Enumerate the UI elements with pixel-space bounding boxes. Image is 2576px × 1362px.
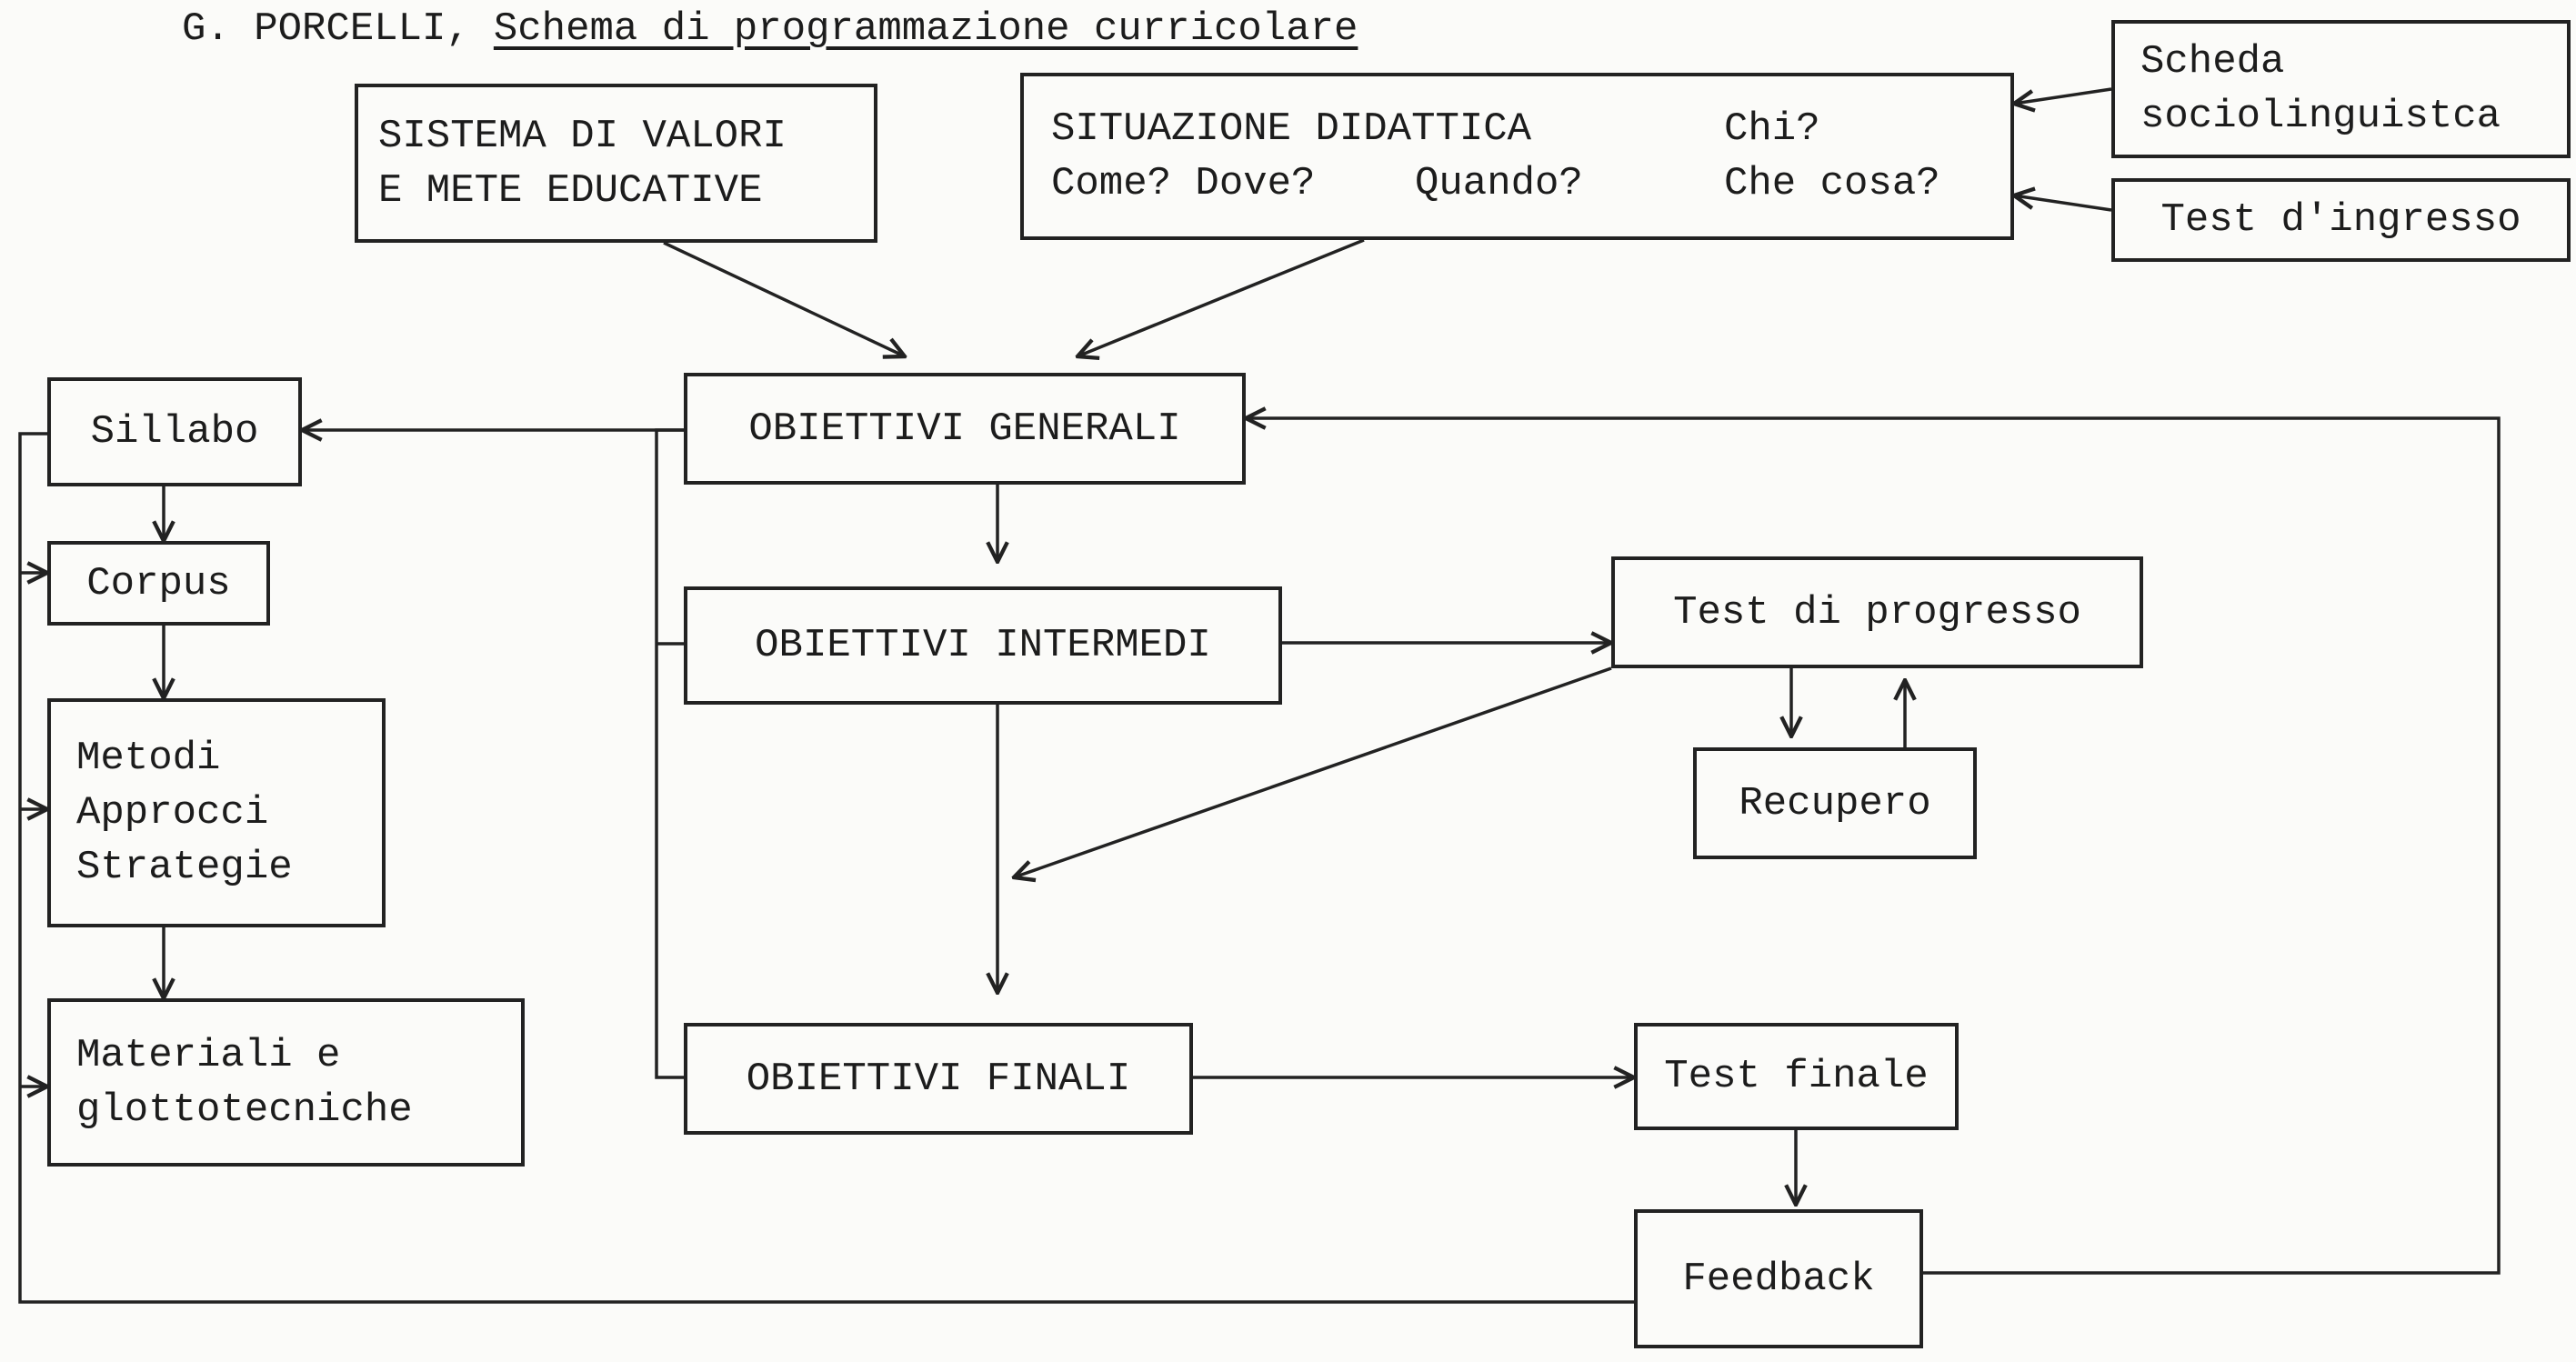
box-metodi: Metodi Approcci Strategie: [47, 698, 386, 927]
materiali-line2: glottotecniche: [76, 1087, 413, 1133]
loop-feedback-to-left-column: [18, 432, 1634, 1304]
box-obiettivi-finali: OBIETTIVI FINALI: [684, 1023, 1193, 1135]
box-materiali: Materiali e glottotecniche: [47, 998, 525, 1167]
obiettivi-generali-label: OBIETTIVI GENERALI: [748, 406, 1181, 452]
sillabo-label: Sillabo: [90, 409, 259, 455]
recupero-label: Recupero: [1739, 780, 1931, 826]
situazione-che-cosa: Che cosa?: [1724, 161, 1940, 206]
title-subject: Schema di programmazione curricolare: [493, 6, 1358, 52]
situazione-chi: Chi?: [1724, 106, 1820, 152]
arrow-feedback-to-generali: [1246, 418, 2501, 1275]
arrow-test-ingresso-to-situazione: [2014, 195, 2112, 212]
scheda-line1: Scheda: [2140, 39, 2285, 85]
box-test-ingresso: Test d'ingresso: [2111, 178, 2571, 262]
box-obiettivi-intermedi: OBIETTIVI INTERMEDI: [684, 586, 1282, 705]
situazione-come-dove: Come? Dove?: [1051, 161, 1316, 206]
metodi-line3: Strategie: [76, 845, 293, 890]
box-corpus: Corpus: [47, 541, 270, 626]
obiettivi-intermedi-label: OBIETTIVI INTERMEDI: [755, 623, 1211, 668]
box-obiettivi-generali: OBIETTIVI GENERALI: [684, 373, 1246, 485]
box-feedback: Feedback: [1634, 1209, 1923, 1348]
arrow-situazione-to-generali: [1078, 238, 1365, 356]
situazione-quando: Quando?: [1415, 161, 1583, 206]
box-scheda-sociolinguistica: Scheda sociolinguistca: [2111, 20, 2571, 158]
sistema-line2: E METE EDUCATIVE: [378, 167, 763, 214]
box-test-progresso: Test di progresso: [1611, 556, 2143, 668]
materiali-line1: Materiali e: [76, 1032, 341, 1078]
corpus-label: Corpus: [86, 560, 231, 606]
box-sistema-valori: SISTEMA DI VALORI E METE EDUCATIVE: [355, 84, 877, 243]
box-test-finale: Test finale: [1634, 1023, 1959, 1130]
diagram-title: G. PORCELLI, Schema di programmazione cu…: [182, 0, 1358, 58]
obiettivi-finali-label: OBIETTIVI FINALI: [746, 1056, 1131, 1102]
box-situazione-didattica: SITUAZIONE DIDATTICA Chi? Come? Dove? Qu…: [1020, 73, 2014, 240]
trunk-generali-finali: [655, 428, 684, 1079]
arrow-sistema-to-generali: [663, 241, 905, 356]
metodi-line1: Metodi: [76, 736, 221, 781]
situazione-label: SITUAZIONE DIDATTICA: [1051, 106, 1532, 152]
test-finale-label: Test finale: [1664, 1054, 1929, 1099]
metodi-line2: Approcci: [76, 790, 269, 836]
test-progresso-label: Test di progresso: [1673, 589, 2081, 636]
scheda-line2: sociolinguistca: [2140, 94, 2501, 139]
box-sillabo: Sillabo: [47, 377, 302, 486]
title-author: G. PORCELLI,: [182, 6, 470, 52]
sistema-line1: SISTEMA DI VALORI: [378, 113, 787, 159]
arrow-scheda-to-situazione: [2014, 87, 2112, 104]
feedback-label: Feedback: [1682, 1256, 1875, 1302]
test-ingresso-label: Test d'ingresso: [2160, 197, 2521, 243]
box-recupero: Recupero: [1693, 747, 1977, 859]
arrow-progresso-to-finali-line: [1014, 666, 1612, 877]
